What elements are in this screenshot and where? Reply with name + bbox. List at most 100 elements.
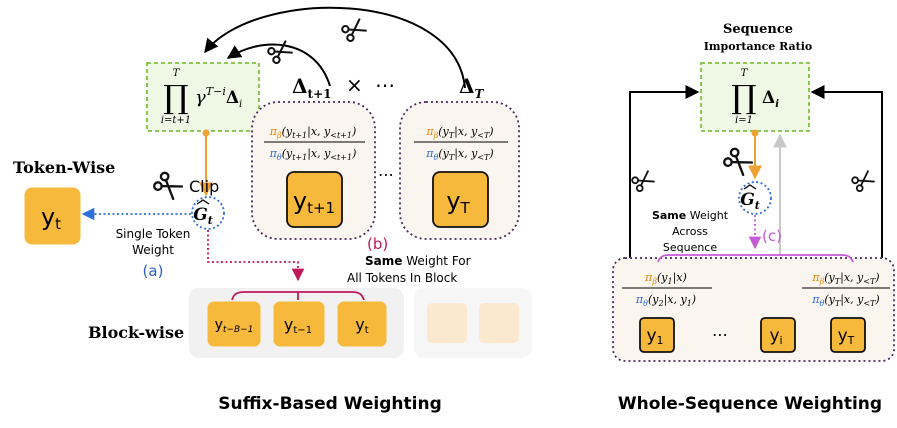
num-cond-sub: <T xyxy=(863,277,876,286)
scissors-icon xyxy=(721,146,755,178)
right-feedback-arrow xyxy=(810,85,883,258)
seq-prod-delta: Δi xyxy=(762,88,779,110)
num-arg-sub: T xyxy=(449,131,455,140)
seq-token-i xyxy=(760,317,796,353)
seq-token-i-label: yi xyxy=(769,326,782,347)
num-pi: π xyxy=(269,125,278,138)
g-hat-sub: t xyxy=(208,214,213,227)
delta-t1-sub: t+1 xyxy=(308,87,332,101)
block-token-3-sub: t xyxy=(365,325,369,336)
scissors-icon xyxy=(630,168,656,194)
times-sign: × xyxy=(346,73,363,97)
den-arg-sub: T xyxy=(835,299,841,308)
token-t1-label: yt+1 xyxy=(293,187,335,217)
token-wise-token-label: yt xyxy=(41,203,61,233)
right-title-line2: Importance Ratio xyxy=(704,40,812,53)
seq-token-1-y: y xyxy=(646,326,656,346)
den-arg: (y xyxy=(438,147,449,160)
block-token-1-y: y xyxy=(215,317,223,333)
seq-delta-sym: Δ xyxy=(762,88,775,108)
num-arg-sub: 1 xyxy=(668,277,673,286)
token-T-label: yT xyxy=(446,187,470,217)
ratio-panel-T xyxy=(399,101,520,240)
same-weight-seq-line2: Across xyxy=(672,225,708,238)
den-close: ) xyxy=(488,147,493,160)
ratio-T-den: πθ(yT|x, y<T) xyxy=(425,147,493,162)
left-feedback-arrow xyxy=(629,85,700,258)
block-wise-label: Block-wise xyxy=(88,323,184,342)
caption-left: Suffix-Based Weighting xyxy=(218,394,442,414)
delta-T-sub: T xyxy=(475,87,485,101)
block-token-2 xyxy=(273,301,325,347)
ellipsis-mid: ⋯ xyxy=(378,165,394,184)
den-close: ) xyxy=(351,147,356,160)
label-b: (b) xyxy=(367,235,388,253)
den-pi: π xyxy=(811,293,820,306)
num-arg-sub: T xyxy=(835,277,841,286)
seq-token-T xyxy=(830,317,866,353)
seq-token-T-label: yT xyxy=(838,326,855,347)
magenta-dotted-path xyxy=(207,230,305,282)
num-cond-sub: <t+1 xyxy=(330,131,352,140)
prod-delta: Δ xyxy=(226,88,239,108)
scissors-icon xyxy=(340,16,368,44)
num-cond: |x, y xyxy=(454,125,478,139)
den-arg: (y xyxy=(282,147,293,160)
same-rest: Weight For xyxy=(402,254,470,268)
seq-prod-lower: i=1 xyxy=(735,115,753,126)
num-arg: (y xyxy=(282,125,293,138)
den-arg: (y xyxy=(648,293,659,306)
den-arg-sub: t+1 xyxy=(292,153,307,162)
loop-arrow-inner xyxy=(226,43,331,87)
delta-T-sym: Δ xyxy=(459,74,475,98)
den-arg-sub: 2 xyxy=(657,299,663,308)
scissors-icon xyxy=(151,170,185,202)
den-arg: (y xyxy=(824,293,835,306)
seq-delta-sub: i xyxy=(775,99,779,110)
token-wise-y: y xyxy=(41,203,55,231)
sequence-panel xyxy=(612,257,895,362)
num-rest: |x) xyxy=(673,271,687,285)
den-close: ) xyxy=(691,293,696,306)
seq-same-rest: Weight xyxy=(686,209,729,222)
faded-token xyxy=(479,303,519,343)
block-token-3 xyxy=(337,301,387,347)
num-close: ) xyxy=(874,271,879,284)
token-T-y: y xyxy=(446,187,460,215)
block-token-1-label: yt−B−1 xyxy=(215,317,254,335)
prod-upper: T xyxy=(173,68,181,79)
seq-ratio-1-num: πβ(y1|x) xyxy=(644,271,687,286)
num-arg: (y xyxy=(657,271,668,284)
den-cond: |x, y xyxy=(840,293,864,307)
num-cond-sub: <T xyxy=(477,131,490,140)
seq-orange-dot xyxy=(751,129,759,137)
num-cond: |x, y xyxy=(307,125,331,139)
seq-ratio-1-den: πθ(y2|x, y1) xyxy=(635,293,696,308)
seq-g-hat-caret xyxy=(743,184,757,190)
block-token-3-y: y xyxy=(355,315,364,334)
den-theta: θ xyxy=(434,153,439,162)
num-arg: (y xyxy=(438,125,449,138)
same-weight-block-line2: All Tokens In Block xyxy=(347,271,457,285)
seq-g-hat-sub: t xyxy=(755,199,760,212)
seq-g-hat-circle xyxy=(738,181,772,215)
token-T xyxy=(432,171,489,228)
g-hat: Gt xyxy=(193,205,213,227)
prod-gamma: γT−iΔi xyxy=(195,85,242,110)
den-theta: θ xyxy=(820,299,825,308)
g-hat-circle xyxy=(191,196,225,230)
ellipsis-top: ⋯ xyxy=(375,73,395,97)
same-weight-block-line1: Same Weight For xyxy=(365,254,471,268)
token-wise-label: Token-Wise xyxy=(13,158,115,177)
single-weight-line2: Weight xyxy=(132,243,174,257)
prod-operator: ∏ xyxy=(163,78,188,116)
label-c: (c) xyxy=(762,227,782,245)
den-pi: π xyxy=(269,147,278,160)
token-t1-y: y xyxy=(293,187,307,215)
den-rest: |x, y xyxy=(664,293,688,307)
num-beta: β xyxy=(433,131,439,140)
seq-same-bold: Same xyxy=(652,209,686,222)
block-token-1-sub: t−B−1 xyxy=(223,325,254,335)
right-title-line1: Sequence xyxy=(723,22,793,37)
